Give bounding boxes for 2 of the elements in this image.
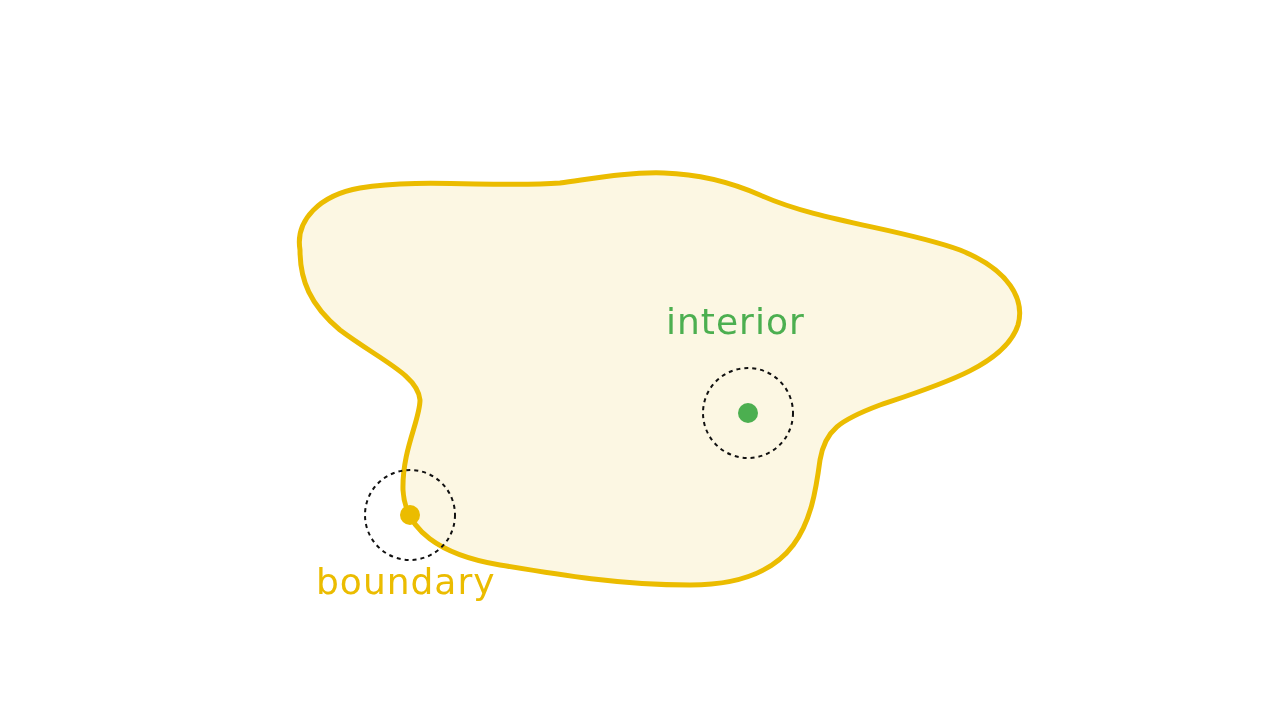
boundary-label: boundary <box>316 564 496 600</box>
region-label: interior <box>666 304 805 340</box>
